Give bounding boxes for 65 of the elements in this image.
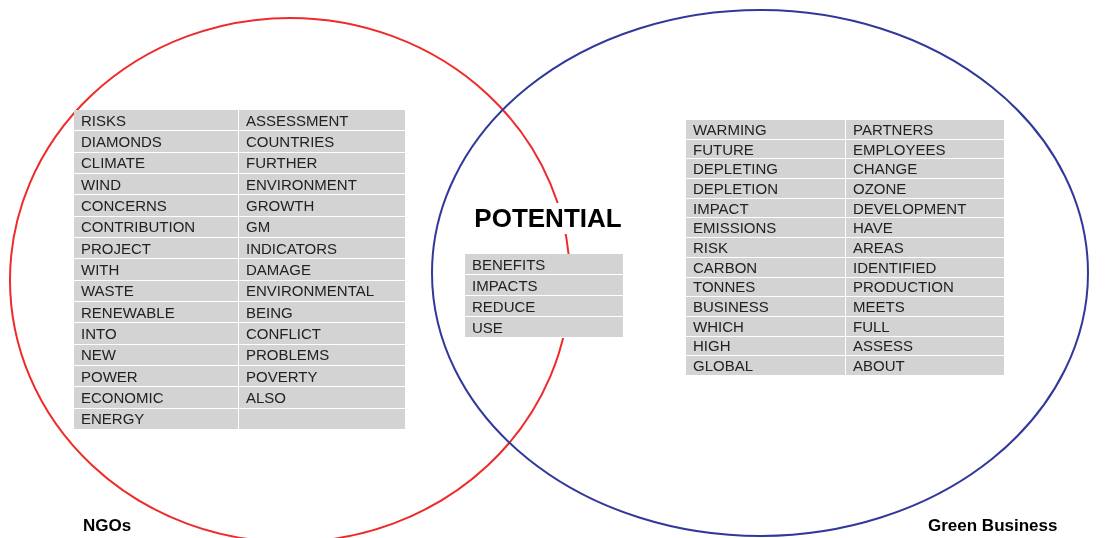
table-word: RENEWABLE — [74, 301, 239, 324]
table-word: USE — [465, 317, 623, 338]
set-label: NGOs — [83, 516, 132, 536]
table-word: POWER — [74, 365, 239, 388]
word-table — [686, 120, 1004, 376]
table-word: DAMAGE — [239, 259, 405, 281]
table-word: ASSESSMENT — [239, 110, 405, 132]
table-word: ABOUT — [846, 356, 1004, 376]
table-word: MEETS — [846, 297, 1004, 317]
table-word: PRODUCTION — [846, 277, 1004, 298]
table-word: AREAS — [846, 238, 1004, 258]
table-word: CONTRIBUTION — [74, 216, 239, 238]
table-word: TONNES — [686, 277, 846, 298]
table-word: RISK — [686, 238, 846, 258]
table-word: ENVIRONMENTAL — [239, 280, 405, 302]
table-word: WITH — [74, 259, 239, 281]
table-word: ASSESS — [846, 336, 1004, 357]
table-word: INTO — [74, 323, 239, 345]
table-word: WARMING — [686, 120, 846, 140]
table-word: BENEFITS — [465, 254, 623, 275]
table-word: OZONE — [846, 179, 1004, 199]
table-word: ENVIRONMENT — [239, 174, 405, 196]
table-word: FUTURE — [686, 139, 846, 160]
table-word: PARTNERS — [846, 120, 1004, 140]
table-word: DEVELOPMENT — [846, 198, 1004, 219]
table-word: HAVE — [846, 218, 1004, 239]
table-word: WASTE — [74, 280, 239, 302]
table-word: DEPLETING — [686, 159, 846, 180]
table-word: WIND — [74, 174, 239, 196]
table-word: ENERGY — [74, 408, 239, 430]
table-word: PROJECT — [74, 237, 239, 260]
set-label: Green Business — [928, 516, 1058, 536]
table-word: BUSINESS — [686, 297, 846, 317]
table-word: RISKS — [74, 110, 239, 132]
table-word: IMPACT — [686, 198, 846, 219]
table-word: GLOBAL — [686, 356, 846, 376]
table-word: IDENTIFIED — [846, 257, 1004, 278]
table-word: HIGH — [686, 336, 846, 357]
table-word: FULL — [846, 316, 1004, 337]
word-table — [465, 254, 623, 338]
table-word: CHANGE — [846, 159, 1004, 180]
table-word: GROWTH — [239, 195, 405, 217]
table-word: CONFLICT — [239, 323, 405, 345]
table-word: ALSO — [239, 387, 405, 409]
table-word: GM — [239, 216, 405, 238]
table-word: IMPACTS — [465, 275, 623, 296]
table-word: WHICH — [686, 316, 846, 337]
word-table — [74, 110, 405, 430]
table-word: NEW — [74, 344, 239, 366]
table-word: EMISSIONS — [686, 218, 846, 239]
table-word: CONCERNS — [74, 195, 239, 217]
table-word: COUNTRIES — [239, 131, 405, 153]
table-word: CARBON — [686, 257, 846, 278]
table-word: REDUCE — [465, 296, 623, 317]
table-word: FURTHER — [239, 152, 405, 174]
table-word: DIAMONDS — [74, 131, 239, 153]
table-word: ECONOMIC — [74, 387, 239, 409]
table-word: DEPLETION — [686, 179, 846, 199]
overlap-heading: POTENTIAL — [472, 203, 624, 234]
table-word: PROBLEMS — [239, 344, 405, 366]
table-word: POVERTY — [239, 365, 405, 388]
table-word: CLIMATE — [74, 152, 239, 174]
table-word: EMPLOYEES — [846, 139, 1004, 160]
table-word: INDICATORS — [239, 237, 405, 260]
table-word: BEING — [239, 301, 405, 324]
